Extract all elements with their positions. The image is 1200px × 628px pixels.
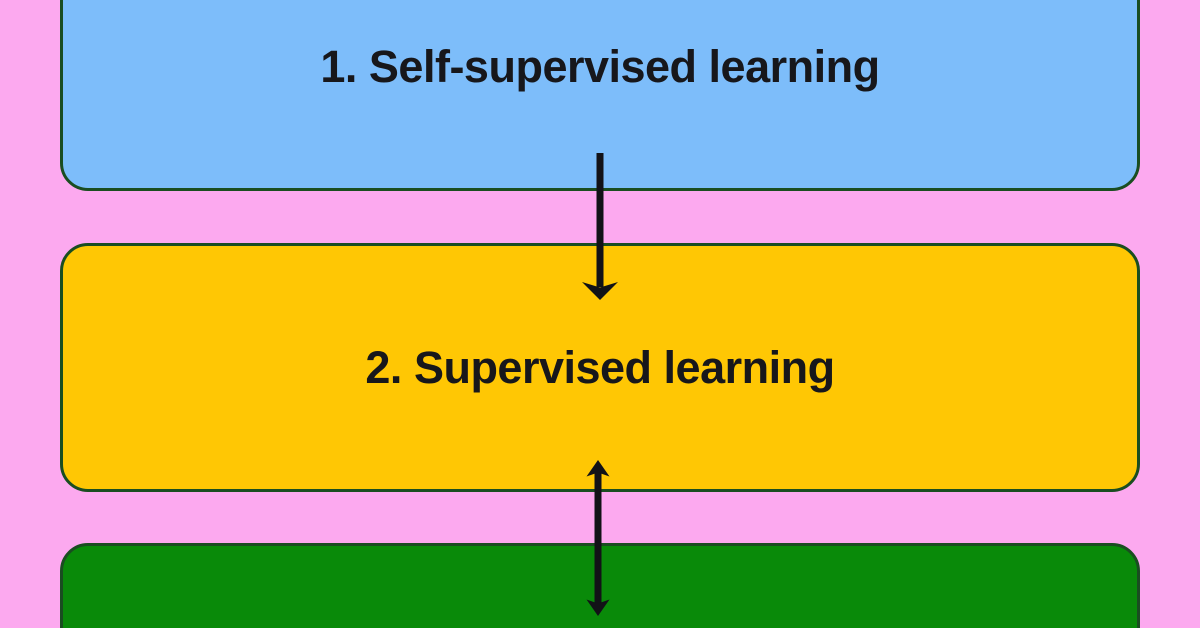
box-self-supervised-learning-label: 1. Self-supervised learning [320, 40, 880, 92]
box-supervised-learning-label: 2. Supervised learning [365, 341, 835, 393]
box-step-3 [60, 543, 1140, 628]
box-self-supervised-learning: 1. Self-supervised learning [60, 0, 1140, 191]
box-supervised-learning: 2. Supervised learning [60, 243, 1140, 492]
